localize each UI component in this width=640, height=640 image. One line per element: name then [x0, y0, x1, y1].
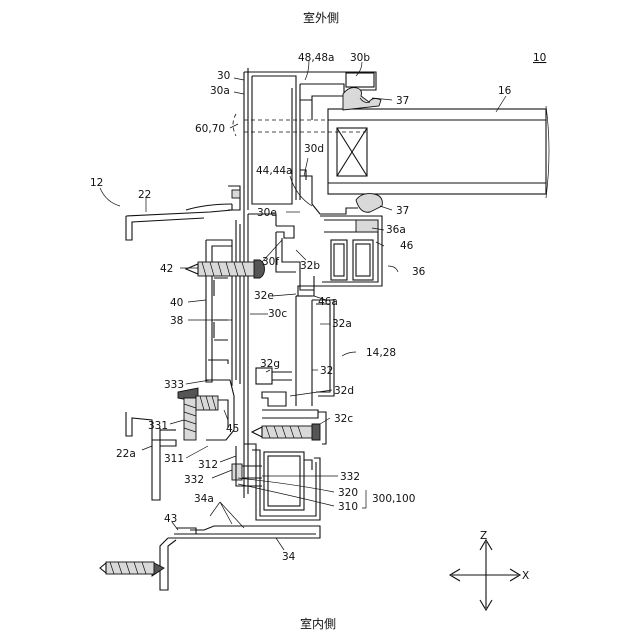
label-14-28: 14,28: [366, 347, 396, 359]
label-32a: 32a: [332, 318, 352, 330]
label-310: 310: [338, 501, 358, 513]
axis-indicator: Z X: [450, 530, 529, 610]
label-312: 312: [198, 459, 218, 471]
screw-331: [178, 388, 218, 440]
label-38: 38: [170, 315, 183, 327]
label-60-70: 60,70: [195, 123, 225, 135]
label-30: 30: [217, 70, 230, 82]
label-32g: 32g: [260, 358, 280, 370]
label-332-right: 332: [340, 471, 360, 483]
label-46: 46: [400, 240, 414, 252]
label-30e: 30e: [257, 207, 277, 219]
label-45: 45: [226, 423, 239, 435]
label-37-top: 37: [396, 95, 409, 107]
label-34: 34: [282, 551, 296, 563]
label-32d: 32d: [334, 385, 354, 397]
label-48-48a: 48,48a: [298, 52, 335, 64]
label-30a: 30a: [210, 85, 230, 97]
label-12: 12: [90, 177, 103, 189]
label-40: 40: [170, 297, 183, 309]
label-22: 22: [138, 189, 151, 201]
axis-z-label: Z: [480, 530, 487, 542]
label-30c: 30c: [268, 308, 287, 320]
label-42: 42: [160, 263, 173, 275]
label-311: 311: [164, 453, 184, 465]
glass-panel-16: [328, 106, 549, 198]
label-30d: 30d: [304, 143, 324, 155]
label-43: 43: [164, 513, 177, 525]
label-10: 10: [533, 52, 546, 64]
attachment-300: [232, 444, 320, 520]
screw-42: [186, 260, 265, 278]
label-36a: 36a: [386, 224, 406, 236]
label-332-left: 332: [184, 474, 204, 486]
label-16: 16: [498, 85, 512, 97]
label-44-44a: 44,44a: [256, 165, 293, 177]
label-34a: 34a: [194, 493, 214, 505]
axis-x-label: X: [522, 570, 529, 582]
label-333: 333: [164, 379, 184, 391]
label-32: 32: [320, 365, 333, 377]
label-300-100: 300,100: [372, 493, 415, 505]
label-32b: 32b: [300, 260, 320, 272]
caption-outdoor-side: 室外側: [303, 10, 339, 25]
label-22a: 22a: [116, 448, 136, 460]
screw-32c: [252, 424, 320, 440]
label-30b: 30b: [350, 52, 370, 64]
label-37-mid: 37: [396, 205, 409, 217]
label-36: 36: [412, 266, 426, 278]
label-331: 331: [148, 420, 168, 432]
label-32e: 32e: [254, 290, 274, 302]
sash-36: [298, 216, 382, 296]
label-32c: 32c: [334, 413, 353, 425]
caption-indoor-side: 室内側: [300, 616, 336, 631]
label-46a: 46a: [318, 296, 338, 308]
label-30f: 30f: [262, 256, 279, 268]
label-320: 320: [338, 487, 358, 499]
